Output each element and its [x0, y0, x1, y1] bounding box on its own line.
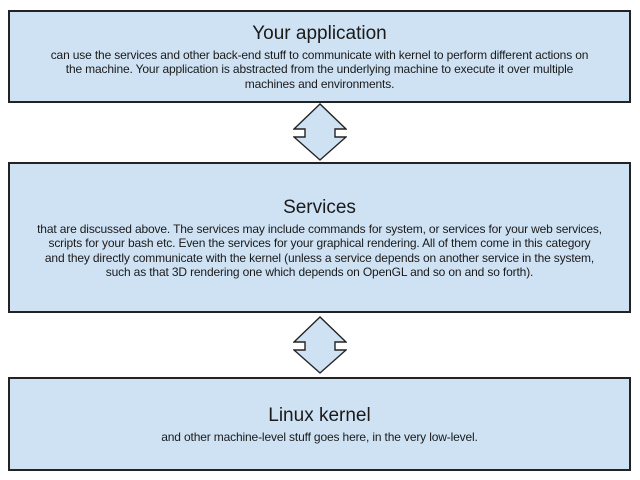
box-body-linux-kernel: and other machine-level stuff goes here,…	[161, 429, 478, 444]
up-down-arrow-icon	[293, 103, 347, 161]
box-body-services: that are discussed above. The services m…	[37, 221, 602, 280]
box-linux-kernel: Linux kernel and other machine-level stu…	[8, 377, 631, 471]
up-down-arrow-icon	[293, 316, 347, 374]
box-services: Services that are discussed above. The s…	[8, 162, 631, 313]
box-your-application: Your application can use the services an…	[8, 10, 631, 103]
box-title-your-application: Your application	[252, 22, 387, 44]
box-title-linux-kernel: Linux kernel	[268, 404, 371, 426]
box-body-your-application: can use the services and other back-end …	[50, 47, 589, 91]
box-title-services: Services	[283, 196, 356, 218]
